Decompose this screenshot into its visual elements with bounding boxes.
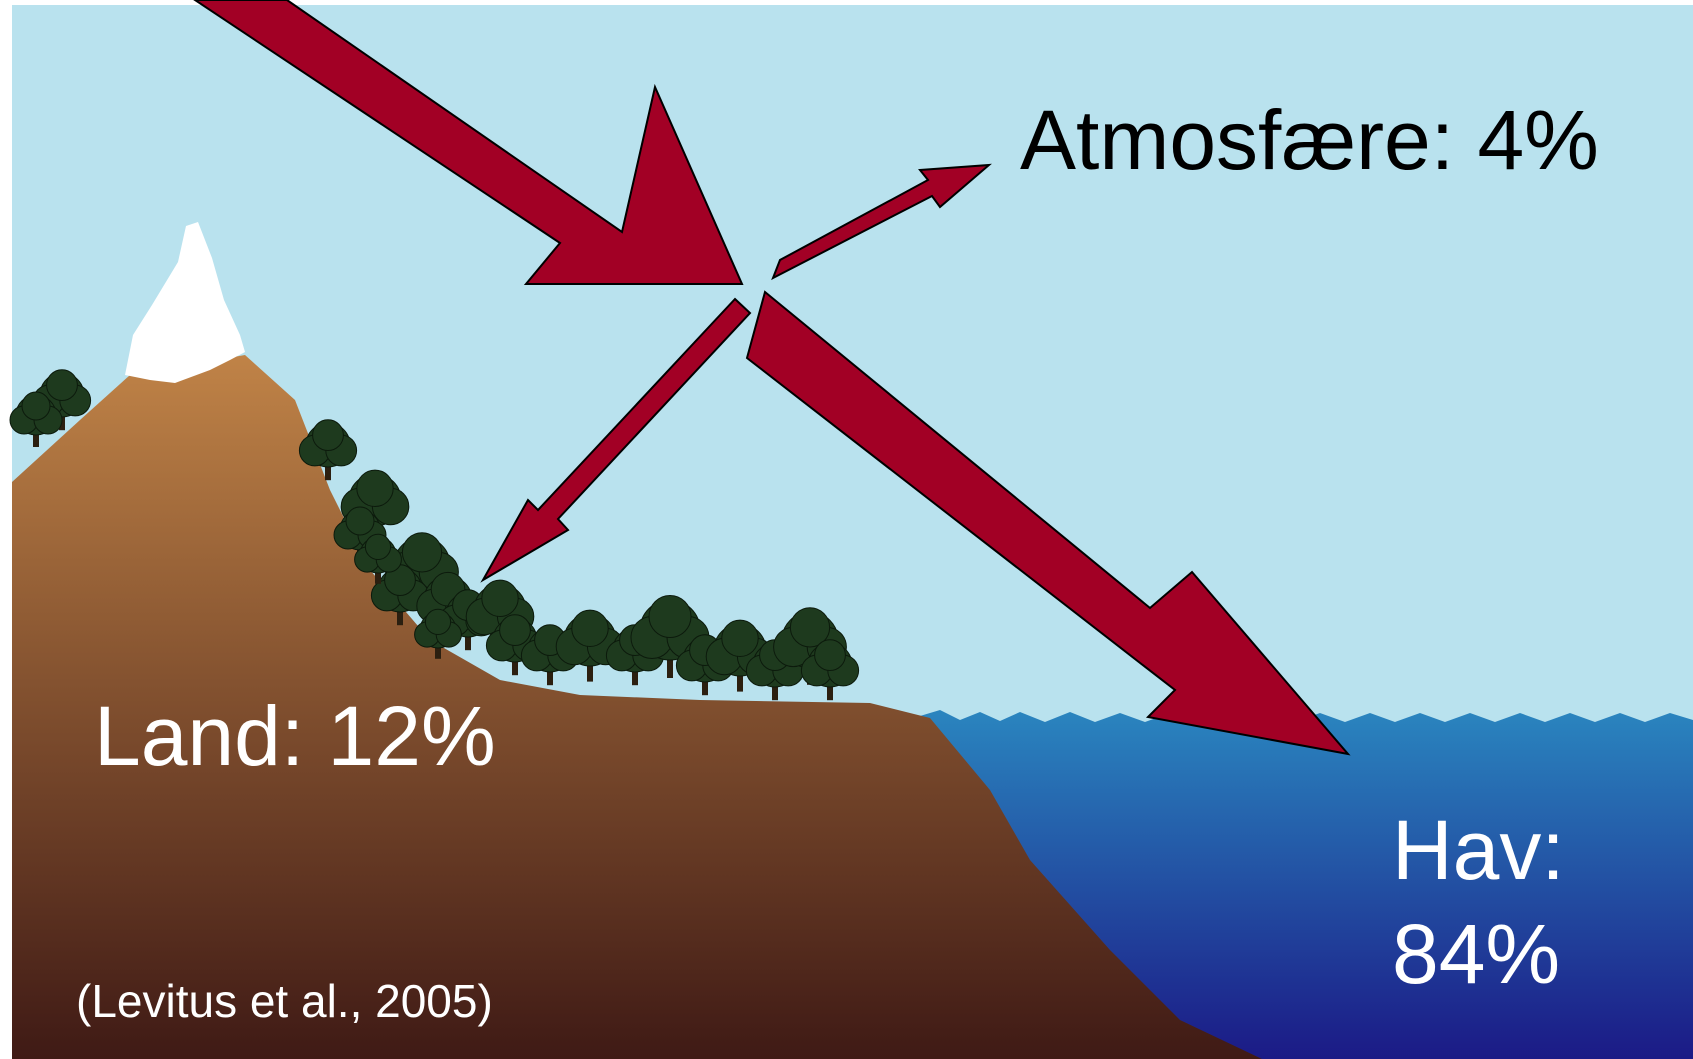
- atmosphere-arrow: [771, 163, 992, 281]
- trees: [9, 369, 860, 701]
- snow-cap-icon: [125, 222, 245, 383]
- tree-icon: [354, 533, 402, 584]
- land-hill: [12, 355, 1262, 1059]
- ocean-label-value: 84%: [1392, 907, 1561, 1001]
- tree-icon: [555, 609, 625, 682]
- tree-icon: [9, 391, 63, 447]
- tree-icon: [298, 419, 358, 481]
- arrows: [193, 0, 1351, 756]
- incoming-heat-arrow: [193, 0, 744, 285]
- tree-icon: [485, 614, 545, 676]
- tree-icon: [414, 608, 462, 659]
- land-label: Land: 12%: [94, 689, 496, 783]
- tree-icon: [800, 639, 860, 701]
- land-arrow: [480, 297, 752, 583]
- source-citation: (Levitus et al., 2005): [76, 975, 493, 1027]
- ocean-label-name: Hav:: [1392, 803, 1565, 897]
- atmosphere-label: Atmosfære: 4%: [1020, 93, 1599, 187]
- ocean-arrow: [745, 290, 1351, 756]
